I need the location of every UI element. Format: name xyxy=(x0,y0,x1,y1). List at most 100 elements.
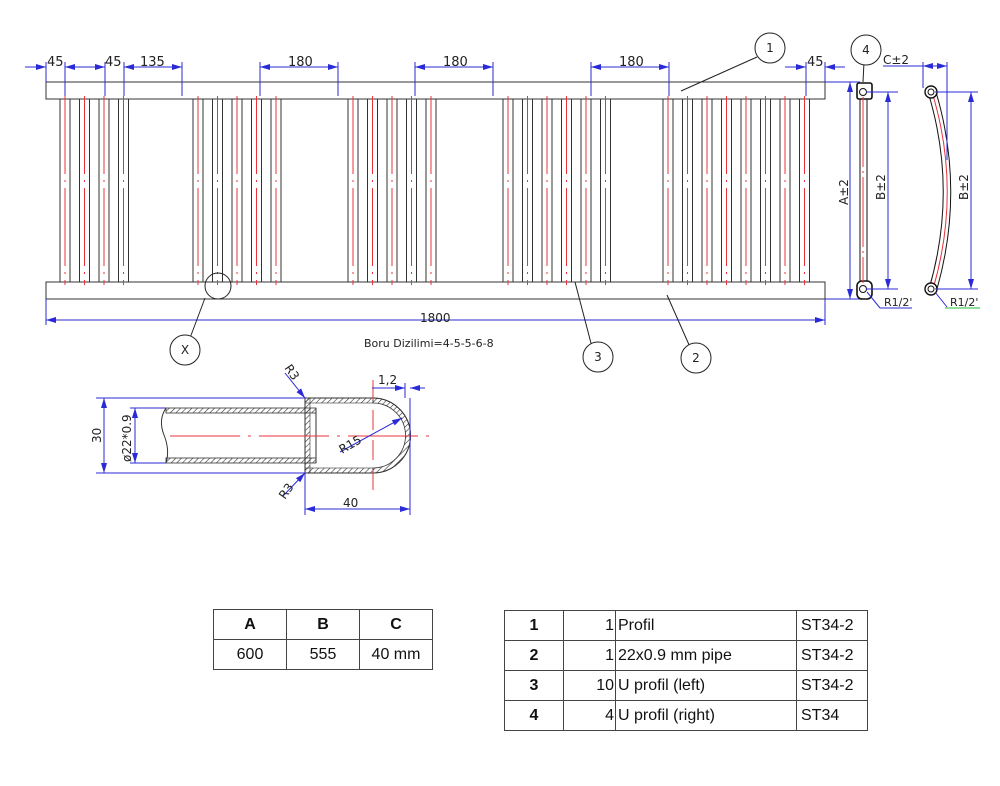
thread-left-label: R1/2' xyxy=(884,296,912,309)
height-b-left-label: B±2 xyxy=(874,174,888,200)
dim-gap-180-2: 180 xyxy=(443,55,468,70)
tube xyxy=(740,96,752,285)
dimensions-table: A B C 600 555 40 mm xyxy=(213,609,433,670)
offset-c-label: C±2 xyxy=(883,53,909,67)
top-dimension-chain xyxy=(25,62,845,96)
balloon-4: 4 xyxy=(850,34,882,66)
dims-value-b: 555 xyxy=(286,639,360,670)
dims-value-c: 40 mm xyxy=(359,639,433,670)
detail-length-40: 40 xyxy=(343,496,358,510)
dim-left-45: 45 xyxy=(47,55,64,70)
tube xyxy=(406,96,417,285)
tube-group xyxy=(192,96,282,285)
tube xyxy=(425,96,437,285)
part-quantity: 1 xyxy=(563,640,616,671)
table-row: 3 10 U profil (left) ST34-2 xyxy=(504,670,868,701)
detail-pipe-diameter: ø22*0.9 xyxy=(120,414,134,462)
part-number: 3 xyxy=(504,670,564,701)
tube xyxy=(59,96,71,285)
part-number: 4 xyxy=(504,700,564,731)
tube-group xyxy=(662,96,810,285)
dim-spacing-135: 135 xyxy=(140,55,165,70)
part-description: Profil xyxy=(615,610,797,641)
tube xyxy=(600,96,611,285)
balloon-2: 2 xyxy=(680,342,712,374)
balloon-x: X xyxy=(169,334,201,366)
detail-r3-top: R3 xyxy=(282,362,303,383)
dim-second-45: 45 xyxy=(105,55,122,70)
dims-header-b: B xyxy=(286,609,360,640)
top-header-profile xyxy=(45,81,826,100)
detail-thickness: 1,2 xyxy=(378,373,397,387)
svg-text:3: 3 xyxy=(594,350,602,364)
height-a-label: A±2 xyxy=(837,179,851,205)
dims-header-a: A xyxy=(213,609,287,640)
height-a-dimension xyxy=(825,81,860,300)
tube-group xyxy=(502,96,611,285)
tube xyxy=(799,96,810,285)
bottom-header-profile xyxy=(45,281,826,300)
part-material: ST34-2 xyxy=(796,640,868,671)
svg-text:4: 4 xyxy=(862,43,870,57)
svg-text:1: 1 xyxy=(766,41,774,55)
dim-right-45: 45 xyxy=(807,55,824,70)
tube-group xyxy=(59,96,129,285)
tube xyxy=(502,96,514,285)
part-material: ST34-2 xyxy=(796,670,868,701)
tube-group xyxy=(347,96,437,285)
detail-height-30: 30 xyxy=(90,428,104,443)
tube xyxy=(118,96,129,285)
tube xyxy=(662,96,674,285)
tube xyxy=(522,96,533,285)
tube-array xyxy=(59,96,810,285)
overall-width-dimension xyxy=(45,299,826,325)
part-number: 2 xyxy=(504,640,564,671)
tube xyxy=(79,96,90,285)
tube xyxy=(212,96,223,285)
tube xyxy=(192,96,204,285)
table-row: 2 1 22x0.9 mm pipe ST34-2 xyxy=(504,640,868,671)
part-quantity: 1 xyxy=(563,610,616,641)
dim-gap-180-1: 180 xyxy=(288,55,313,70)
detail-r3-bottom: R3 xyxy=(276,481,297,502)
detail-view: 30 ø22*0.9 R3 R3 R15 1,2 40 xyxy=(90,362,430,515)
part-description: U profil (right) xyxy=(615,700,797,731)
svg-text:2: 2 xyxy=(692,351,700,365)
part-quantity: 4 xyxy=(563,700,616,731)
tube xyxy=(561,96,572,285)
svg-text:X: X xyxy=(181,343,189,357)
dims-value-a: 600 xyxy=(213,639,287,670)
side-view-curved: C±2 B±2 R1/2' xyxy=(883,53,980,309)
tube xyxy=(701,96,713,285)
dims-header-c: C xyxy=(359,609,433,640)
front-view: 45 45 135 180 180 180 45 1800 A±2 Boru D… xyxy=(25,32,882,374)
tube xyxy=(386,96,398,285)
balloon-1: 1 xyxy=(754,32,786,64)
tube xyxy=(231,96,243,285)
part-description: 22x0.9 mm pipe xyxy=(615,640,797,671)
thread-right-label: R1/2' xyxy=(950,296,978,309)
part-number: 1 xyxy=(504,610,564,641)
part-material: ST34 xyxy=(796,700,868,731)
tube xyxy=(721,96,732,285)
tube xyxy=(270,96,282,285)
tube xyxy=(779,96,791,285)
tube-arrangement-label: Boru Dizilimi=4-5-5-6-8 xyxy=(364,337,494,350)
tube xyxy=(367,96,378,285)
tube xyxy=(251,96,262,285)
dim-gap-180-3: 180 xyxy=(619,55,644,70)
table-row: 4 4 U profil (right) ST34 xyxy=(504,700,868,731)
table-row: 1 1 Profil ST34-2 xyxy=(504,610,868,641)
side-view-straight: B±2 R1/2' xyxy=(856,82,912,309)
tube xyxy=(541,96,553,285)
part-material: ST34-2 xyxy=(796,610,868,641)
overall-width-label: 1800 xyxy=(420,311,451,325)
tube xyxy=(347,96,359,285)
tube xyxy=(682,96,693,285)
part-description: U profil (left) xyxy=(615,670,797,701)
balloon-3: 3 xyxy=(582,341,614,373)
detail-x-circle xyxy=(204,272,232,300)
part-quantity: 10 xyxy=(563,670,616,701)
tube xyxy=(98,96,110,285)
